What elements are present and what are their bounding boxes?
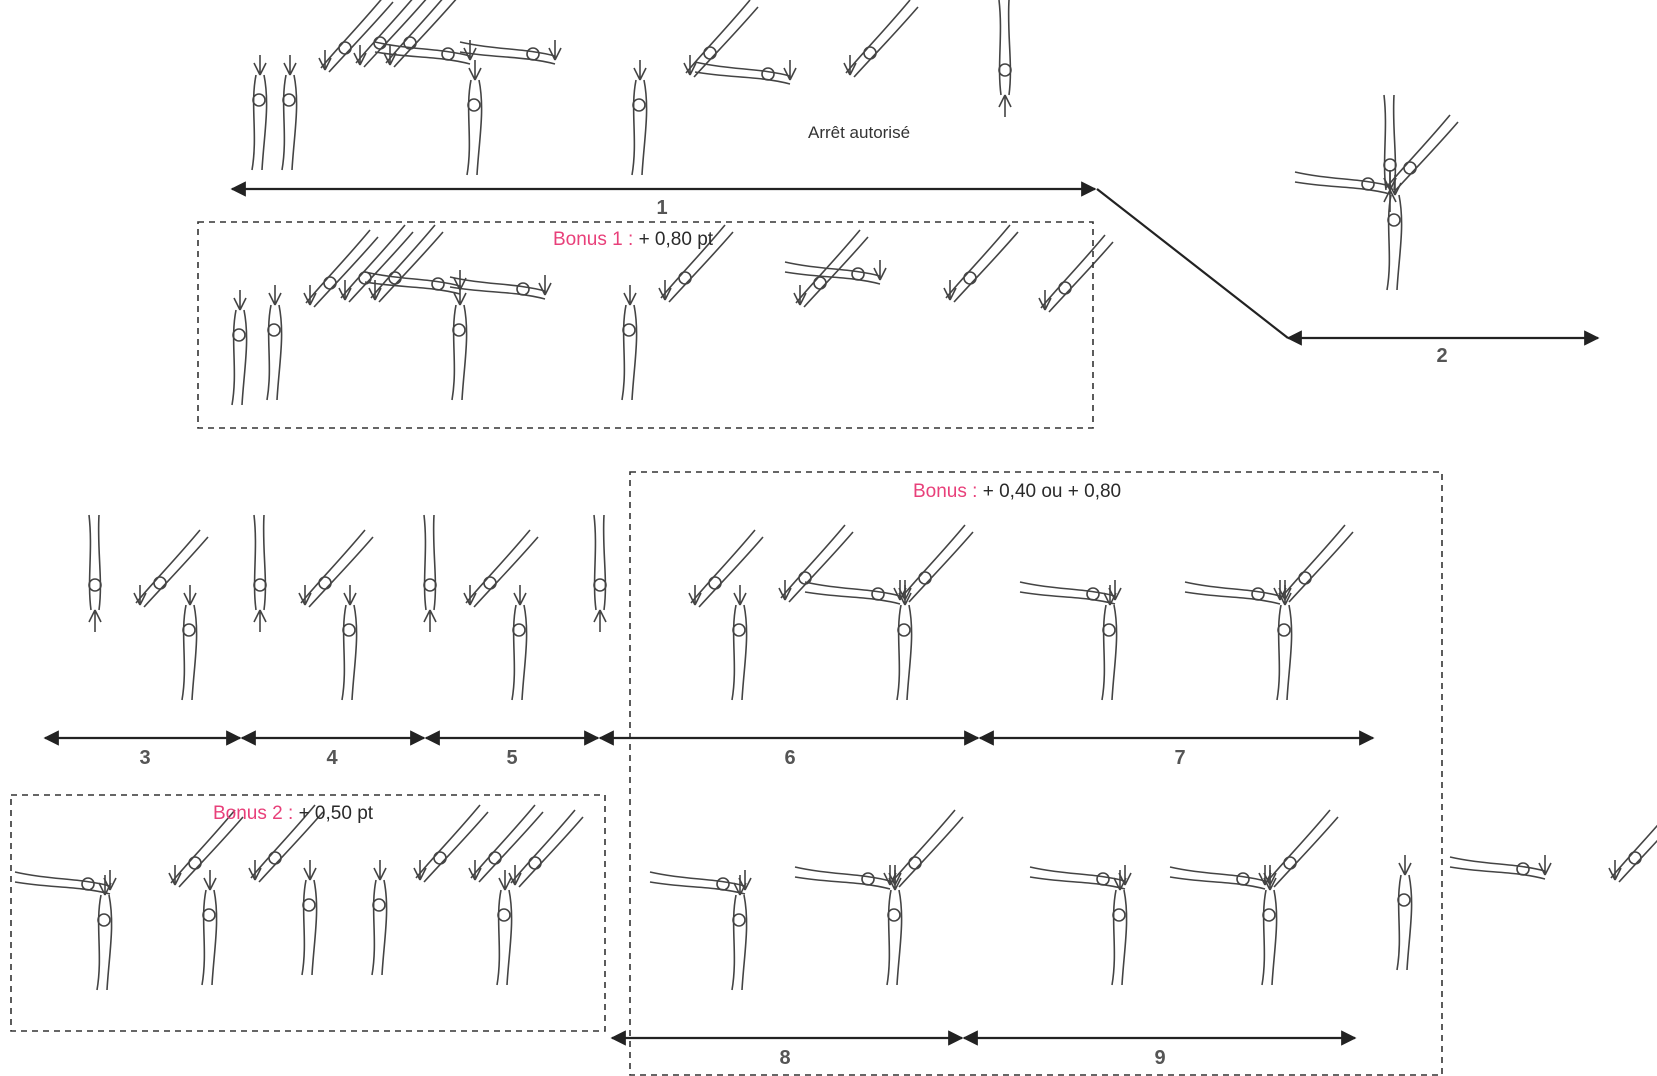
- section-number-4: 4: [326, 747, 338, 769]
- figure-group-bonus-2: [14, 804, 584, 991]
- bonus-1-value: + 0,80 pt: [638, 229, 714, 250]
- bonus-1-title: Bonus 1 :: [553, 229, 634, 250]
- bonus-label: Bonus : + 0,40 ou + 0,80: [913, 481, 1121, 503]
- section-number-2: 2: [1436, 345, 1448, 367]
- bonus-2-value: + 0,50 pt: [298, 803, 374, 824]
- figure-group-bonus-1: [231, 224, 1114, 406]
- section-number-6: 6: [784, 747, 796, 769]
- bonus-2-box: [10, 794, 606, 1032]
- section-number-1: 1: [656, 197, 668, 219]
- figure-group-1: [251, 0, 1012, 176]
- figure-group-2: [1294, 94, 1459, 291]
- connector-1-2: [1096, 188, 1289, 339]
- bonus-value: + 0,40 ou + 0,80: [982, 481, 1122, 502]
- section-number-8: 8: [779, 1047, 791, 1069]
- bonus-box: [629, 471, 1443, 1076]
- section-number-7: 7: [1174, 747, 1186, 769]
- section-number-5: 5: [506, 747, 518, 769]
- section-number-3: 3: [139, 747, 151, 769]
- figure-group-6-9: [649, 524, 1657, 991]
- stop-allowed-note: Arrêt autorisé: [808, 123, 911, 142]
- bonus-2-label: Bonus 2 : + 0,50 pt: [213, 803, 373, 825]
- section-number-9: 9: [1154, 1047, 1166, 1069]
- bonus-1-label: Bonus 1 : + 0,80 pt: [553, 229, 713, 251]
- bonus-2-title: Bonus 2 :: [213, 803, 294, 824]
- bonus-1-box: [197, 221, 1094, 429]
- bonus-title: Bonus :: [913, 481, 978, 502]
- figure-group-3-5: [88, 514, 607, 701]
